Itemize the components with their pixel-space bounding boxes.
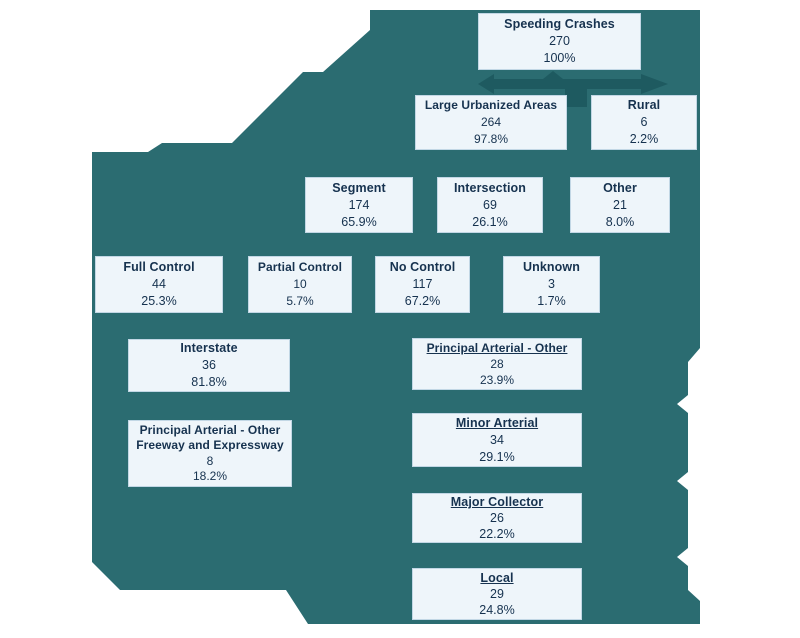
node-title: Large Urbanized Areas [424,98,558,112]
node-percent: 26.1% [472,214,508,229]
node-percent: 23.9% [479,373,515,387]
node-percent: 22.2% [479,527,515,541]
node-no-control: No Control 117 67.2% [375,256,470,313]
node-partial-control: Partial Control 10 5.7% [248,256,352,313]
node-title: Major Collector [450,495,544,509]
node-count: 6 [640,115,648,129]
node-percent: 8.0% [605,214,635,229]
node-percent: 100% [543,51,576,65]
node-unknown: Unknown 3 1.7% [503,256,600,313]
node-minor-arterial: Minor Arterial 34 29.1% [412,413,582,467]
node-count: 174 [348,197,370,212]
node-intersection: Intersection 69 26.1% [437,177,543,233]
node-title: Other [603,180,637,195]
node-percent: 67.2% [404,294,441,308]
node-principal-arterial-other: Principal Arterial - Other 28 23.9% [412,338,582,390]
node-count: 3 [548,277,555,291]
node-segment: Segment 174 65.9% [305,177,413,233]
node-percent: 5.7% [286,294,314,308]
node-percent: 65.9% [341,214,377,229]
node-count: 117 [412,277,433,291]
node-percent: 2.2% [629,132,659,146]
node-count: 69 [483,197,497,212]
node-count: 10 [293,277,307,291]
node-count: 8 [206,453,214,468]
node-count: 34 [490,432,504,447]
node-title: Local [480,571,514,585]
node-percent: 1.7% [537,294,566,308]
node-count: 28 [490,357,504,371]
node-percent: 18.2% [192,469,228,483]
node-count: 36 [202,358,216,372]
node-count: 270 [549,34,570,48]
node-full-control: Full Control 44 25.3% [95,256,223,313]
node-principal-arterial-other-freeway-expressway: Principal Arterial - Other Freeway and E… [128,420,292,487]
node-title: Full Control [123,260,195,274]
node-large-urbanized-areas: Large Urbanized Areas 264 97.8% [415,95,567,150]
node-count: 29 [490,587,504,601]
node-percent: 97.8% [473,132,509,146]
node-count: 44 [152,277,166,291]
node-local: Local 29 24.8% [412,568,582,620]
node-percent: 29.1% [479,449,515,464]
node-other: Other 21 8.0% [570,177,670,233]
node-title: Segment [332,180,386,195]
node-title: Unknown [523,260,580,274]
node-percent: 81.8% [191,375,227,389]
double-arrow-icon [478,71,668,107]
node-count: 264 [480,115,502,129]
node-rural: Rural 6 2.2% [591,95,697,150]
node-count: 21 [613,197,627,212]
node-major-collector: Major Collector 26 22.2% [412,493,582,543]
node-title: Partial Control [257,260,343,274]
node-interstate: Interstate 36 81.8% [128,339,290,392]
node-count: 26 [490,511,504,525]
node-title: Speeding Crashes [504,17,615,31]
node-title: Principal Arterial - Other Freeway and E… [136,422,284,453]
node-title: Minor Arterial [455,415,539,430]
node-title: Principal Arterial - Other [426,341,568,355]
node-title: No Control [389,260,456,274]
node-percent: 24.8% [479,603,515,617]
node-title: Interstate [180,341,238,355]
node-title: Intersection [453,180,527,195]
node-percent: 25.3% [141,294,177,308]
node-speeding-crashes: Speeding Crashes 270 100% [478,13,641,70]
node-title: Rural [627,98,661,112]
